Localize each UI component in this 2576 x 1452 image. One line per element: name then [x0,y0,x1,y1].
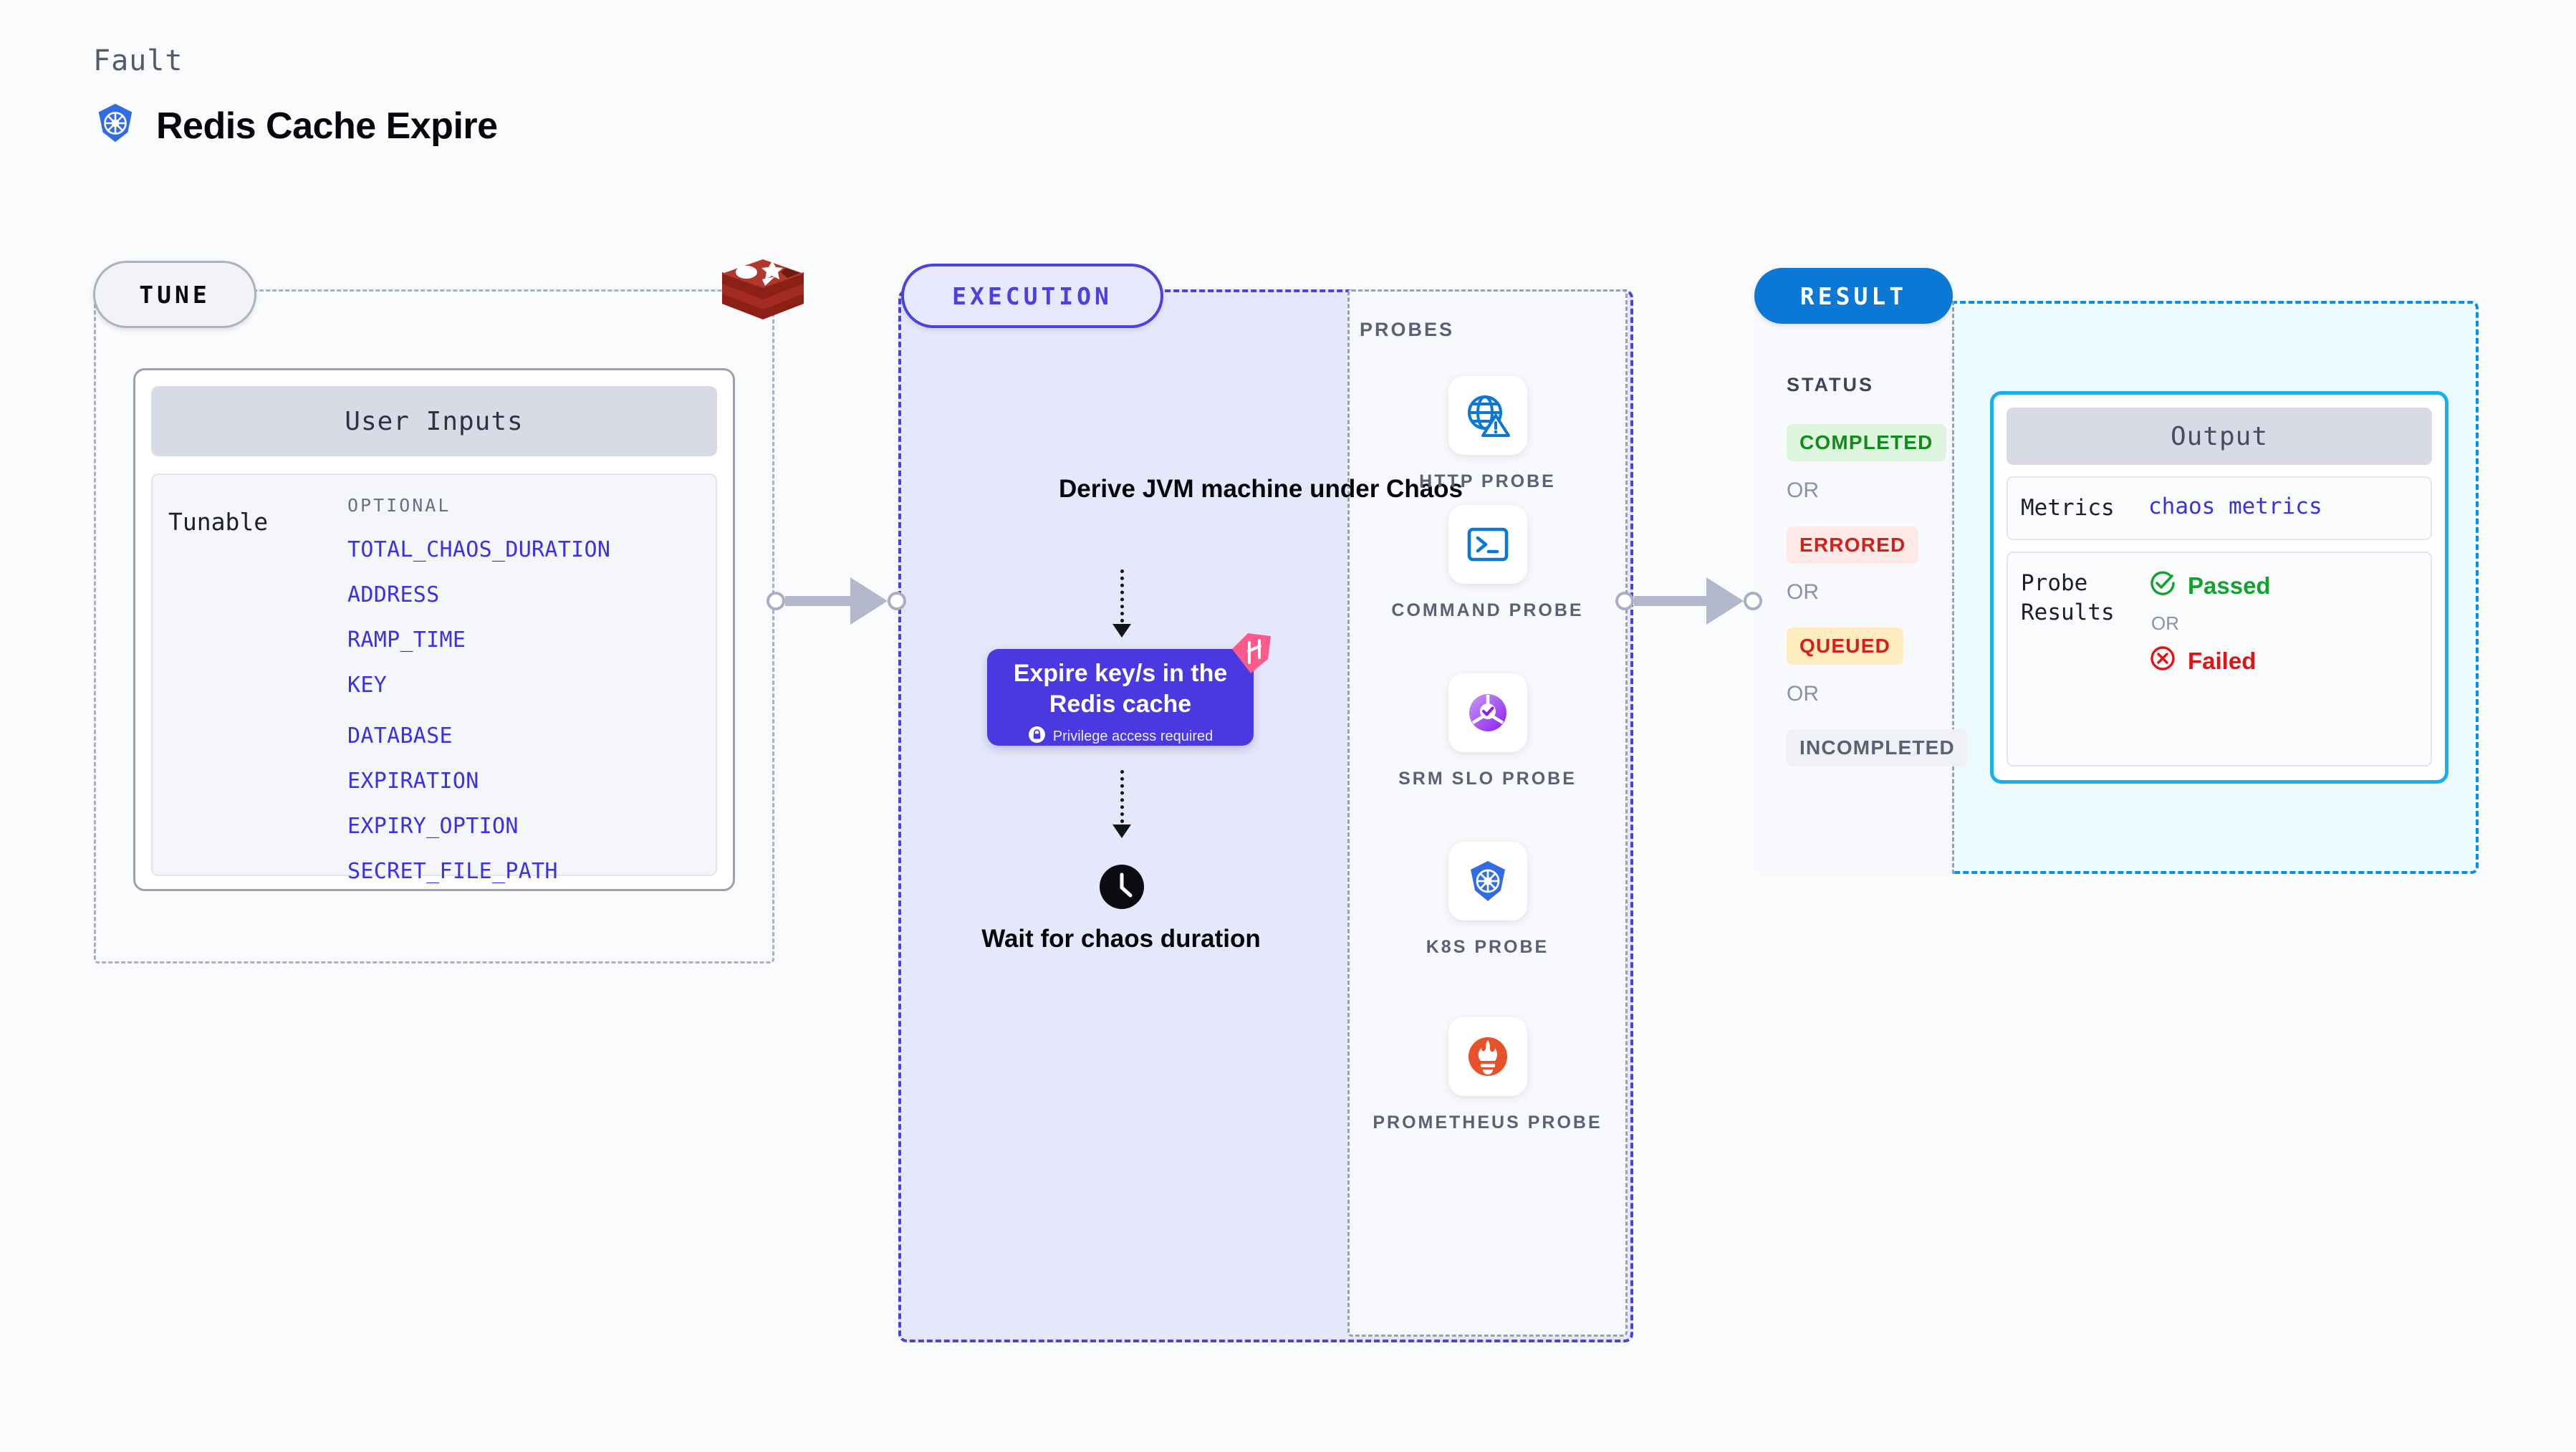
kubernetes-icon [1448,842,1527,920]
output-card: Output Metrics chaos metrics Probe Resul… [1990,391,2448,784]
redis-logo [716,251,809,337]
connector-end-dot [888,592,906,610]
tunable-list: OPTIONAL TOTAL_CHAOS_DURATION ADDRESS RA… [347,495,701,884]
tunable-item[interactable]: SECRET_FILE_PATH [347,859,558,884]
probe-label: PROMETHEUS PROBE [1373,1112,1602,1133]
status-badge-completed: COMPLETED [1787,424,1946,461]
metrics-key-label: Metrics [2021,495,2115,521]
probe-result-passed: Passed [2148,569,2418,603]
privilege-notice: Privilege access required [987,726,1254,748]
output-card-header: Output [2007,408,2432,465]
status-or-label: OR [1787,580,1819,604]
privilege-note-label: Privilege access required [1052,729,1213,744]
tune-stage-container [94,289,774,963]
probe-item-prometheus[interactable]: PROMETHEUS PROBE [1347,1017,1628,1135]
tunable-item[interactable]: EXPIRY_OPTION [347,814,519,839]
status-section-label: STATUS [1787,374,1874,395]
flow-arrow-down [1112,770,1131,838]
tunable-item[interactable]: KEY [347,673,388,698]
title-row: Redis Cache Expire [93,102,498,150]
connector-arrowhead [1706,577,1744,625]
tunable-box: Tunable OPTIONAL TOTAL_CHAOS_DURATION AD… [151,473,717,884]
result-stage-label: RESULT [1754,268,1953,324]
flow-arrow-down [1112,569,1131,638]
output-row-metrics: Metrics chaos metrics [2007,476,2432,541]
connector-start-dot [1615,592,1634,610]
tune-stage-label: TUNE [93,261,256,328]
tunable-item[interactable]: TOTAL_CHAOS_DURATION [347,537,611,562]
output-row-probe-results: Probe Results Passed OR [2007,552,2432,767]
status-badge-incompleted: INCOMPLETED [1787,729,1968,766]
lock-icon [1028,726,1046,748]
page-header: Fault Redis Cache Expire [93,44,498,150]
status-column-container [1755,301,1954,874]
action-card-expire-keys[interactable]: Expire key/s in the Redis cache Privileg… [987,633,1271,748]
step-wait-label: Wait for chaos duration [981,925,1261,953]
fault-kicker-label: Fault [93,44,183,77]
probe-result-or-label: OR [2151,612,2179,635]
step-derive-label: Derive JVM machine under Chaos [1058,475,1464,503]
user-inputs-card: User Inputs Tunable OPTIONAL TOTAL_CHAOS… [133,368,735,891]
tunable-item[interactable]: ADDRESS [347,582,440,607]
connector-tune-to-execution [766,577,906,625]
probes-section-label: PROBES [1360,319,1455,340]
connector-start-dot [766,592,785,610]
probe-label: SRM SLO PROBE [1398,769,1577,789]
failed-label: Failed [2188,648,2257,675]
terminal-icon [1448,505,1527,584]
page-title: Redis Cache Expire [156,105,498,147]
slo-donut-check-icon [1448,673,1527,752]
connector-end-dot [1744,592,1762,610]
probe-label: K8S PROBE [1426,937,1549,957]
arrow-line [1120,569,1124,622]
tunable-label: Tunable [168,508,269,536]
tunable-item[interactable]: RAMP_TIME [347,628,466,653]
probe-item-srm-slo[interactable]: SRM SLO PROBE [1347,673,1628,792]
probe-item-http[interactable]: HTTP PROBE [1347,376,1628,494]
status-or-label: OR [1787,479,1819,502]
probe-label: COMMAND PROBE [1391,600,1584,620]
execution-stage-label: EXECUTION [901,264,1163,328]
connector-bar [1634,596,1706,606]
connector-execution-to-result [1615,577,1762,625]
status-badge-queued: QUEUED [1787,628,1903,665]
x-circle-icon [2148,644,2177,678]
probe-result-failed: Failed [2148,644,2418,678]
status-or-label: OR [1787,682,1819,706]
probe-item-command[interactable]: COMMAND PROBE [1347,505,1628,623]
arrow-line [1120,770,1124,823]
check-circle-icon [2148,569,2177,603]
passed-label: Passed [2188,572,2271,600]
harness-ribbon-icon [1229,633,1274,675]
probes-stage-container [1347,289,1628,1337]
probe-results-key-label: Probe Results [2021,570,2115,626]
user-inputs-header: User Inputs [151,386,717,456]
prometheus-flame-icon [1448,1017,1527,1096]
metrics-value-link[interactable]: chaos metrics [2148,494,2322,519]
kubernetes-icon [93,102,138,150]
status-badge-errored: ERRORED [1787,527,1919,564]
optional-group-label: OPTIONAL [347,495,451,516]
action-card-title: Expire key/s in the Redis cache [1013,660,1228,718]
connector-arrowhead [850,577,888,625]
probe-label: HTTP PROBE [1419,471,1556,491]
tunable-item[interactable]: DATABASE [347,723,453,749]
tunable-item[interactable]: EXPIRATION [347,769,479,794]
arrow-head [1112,624,1131,638]
clock-icon [1099,864,1145,910]
connector-bar [785,596,850,606]
arrow-head [1112,824,1131,838]
probe-item-k8s[interactable]: K8S PROBE [1347,842,1628,960]
globe-warning-icon [1448,376,1527,455]
